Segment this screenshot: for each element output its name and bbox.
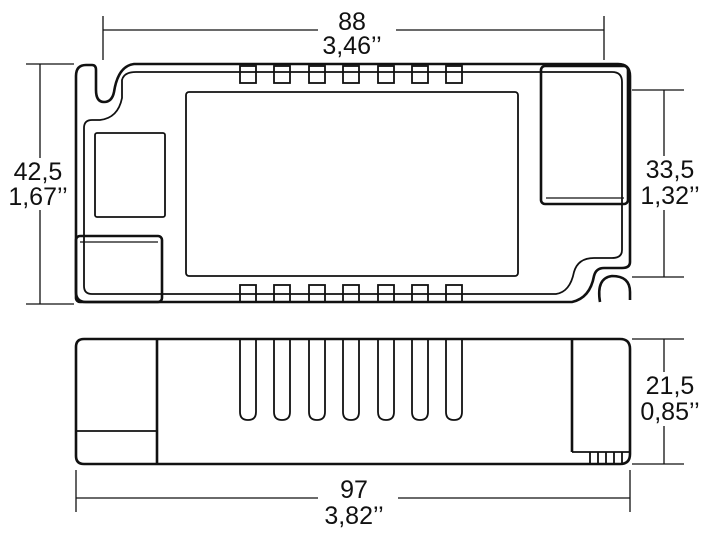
side-height-in: 0,85’’	[640, 398, 699, 426]
right-terminal-block	[539, 64, 630, 206]
housing-outline	[74, 62, 632, 304]
top-vents	[239, 65, 463, 84]
left-height-mm: 42,5	[14, 158, 63, 186]
mounting-slot-right	[597, 274, 632, 303]
housing-inner-rim	[83, 71, 623, 295]
bottom-width-in: 3,82’’	[324, 502, 383, 530]
right-height-mm: 33,5	[646, 156, 695, 184]
side-housing-outline	[74, 337, 632, 466]
top-width-in: 3,46’’	[322, 32, 381, 60]
side-vent-slots	[239, 339, 463, 421]
side-view	[74, 337, 632, 466]
left-height-in: 1,67’’	[8, 183, 67, 211]
side-window	[94, 132, 166, 218]
label-window	[185, 91, 519, 277]
left-terminal-block	[74, 234, 164, 304]
top-view	[74, 62, 632, 304]
bottom-width-mm: 97	[340, 476, 368, 504]
side-height-mm: 21,5	[646, 372, 695, 400]
top-width-mm: 88	[338, 8, 366, 36]
bottom-vents	[239, 284, 463, 303]
right-height-in: 1,32’’	[640, 182, 699, 210]
